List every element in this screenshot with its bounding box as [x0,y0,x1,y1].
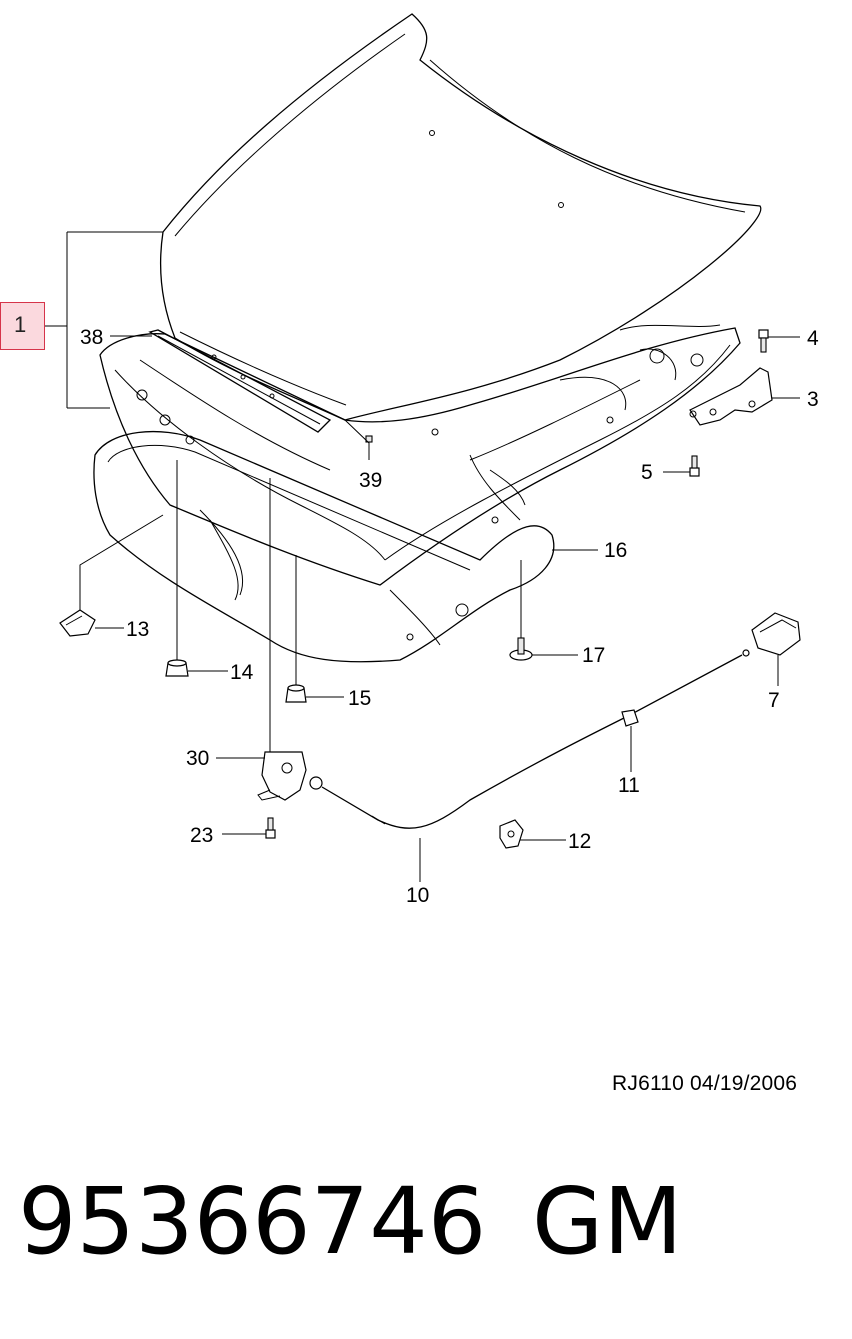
hinge-bolt-upper [758,329,769,353]
cable-grommet [621,709,639,727]
callout-12[interactable]: 12 [568,830,591,853]
part-number: 95366746 [18,1168,487,1275]
hood-release-handle [742,612,801,657]
callout-39[interactable]: 39 [359,469,382,492]
callout-38[interactable]: 38 [80,326,103,349]
insulator-retainer [509,637,533,661]
callout-5[interactable]: 5 [641,461,653,484]
callout-7[interactable]: 7 [768,689,780,712]
callout-16[interactable]: 16 [604,539,627,562]
drawing-reference-date: RJ6110 04/19/2006 [612,1072,798,1095]
callout-14[interactable]: 14 [230,661,254,684]
hood-release-cable [309,654,743,829]
callout-10[interactable]: 10 [406,884,429,907]
callout-11[interactable]: 11 [618,774,640,797]
latch-bolt [265,817,276,839]
callout-17[interactable]: 17 [582,644,605,667]
callout-13[interactable]: 13 [126,618,149,641]
hood-bumper-left [165,659,189,677]
hood-hinge [689,367,773,426]
hood-fastener [365,435,373,443]
callout-30[interactable]: 30 [186,747,209,770]
selected-callout-highlight[interactable] [0,302,45,350]
retainer-clip [59,609,96,637]
hood-latch [257,751,307,801]
callout-23[interactable]: 23 [190,824,213,847]
callout-3[interactable]: 3 [807,388,819,411]
hood-insulation-pad [93,431,555,663]
hood-rear-seal [148,329,332,433]
callout-1-label[interactable]: 1 [14,312,27,337]
callout-15[interactable]: 15 [348,687,371,710]
hood-bumper-right [285,684,307,703]
leader-lines [45,231,800,882]
callout-4[interactable]: 4 [807,327,819,350]
hood-inner-frame [99,324,741,586]
hinge-bolt-lower [689,455,700,477]
brand-name: GM [532,1168,683,1275]
cable-clip [499,819,524,849]
